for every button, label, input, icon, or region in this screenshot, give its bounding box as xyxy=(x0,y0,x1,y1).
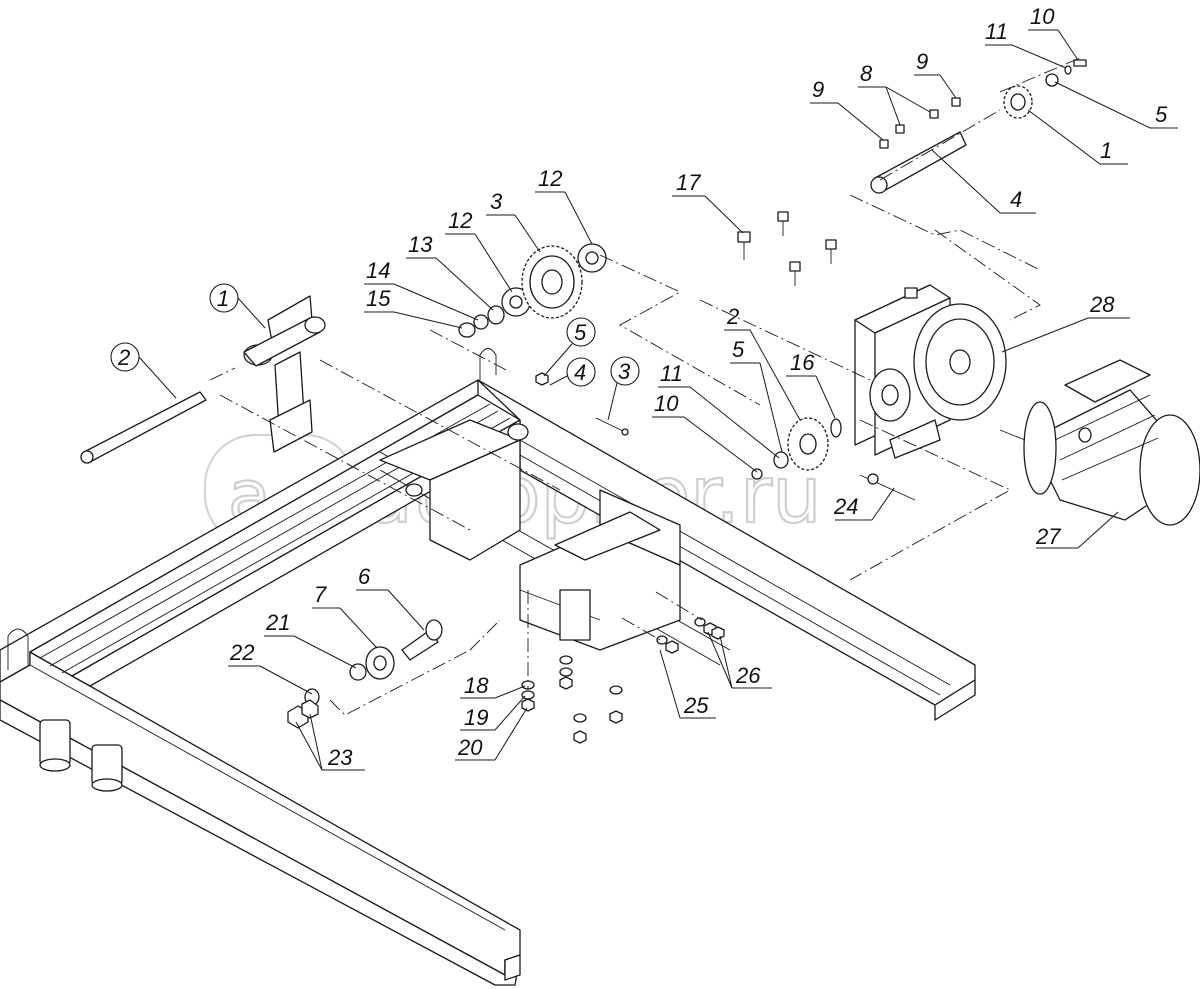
svg-text:14: 14 xyxy=(366,258,390,283)
lower-left-hardware xyxy=(287,619,443,729)
callout-5-circled: 5 xyxy=(543,317,596,377)
callout-27: 27 xyxy=(1035,511,1119,549)
svg-text:18: 18 xyxy=(464,673,489,698)
svg-text:11: 11 xyxy=(985,19,1008,44)
callout-12-top: 12 xyxy=(535,166,593,245)
svg-text:20: 20 xyxy=(457,735,483,760)
callout-4-right: 4 xyxy=(931,149,1036,214)
svg-text:28: 28 xyxy=(1089,292,1115,317)
callout-20: 20 xyxy=(455,707,528,761)
svg-text:16: 16 xyxy=(790,350,815,375)
gearbox xyxy=(854,284,1007,459)
svg-text:5: 5 xyxy=(1155,102,1168,127)
svg-text:2: 2 xyxy=(726,304,739,329)
lower-center-hardware xyxy=(521,617,725,744)
svg-text:6: 6 xyxy=(358,564,371,589)
callout-3-circled: 3 xyxy=(607,356,640,421)
upper-sprocket-stack xyxy=(458,243,607,338)
svg-text:22: 22 xyxy=(229,640,254,665)
callout-18: 18 xyxy=(460,673,526,699)
callout-14: 14 xyxy=(364,258,479,321)
callout-1-right: 1 xyxy=(1027,109,1128,165)
lower-sprocket xyxy=(751,417,842,480)
callout-5-right: 5 xyxy=(1054,81,1178,129)
callout-3-top: 3 xyxy=(486,189,541,253)
callouts: 10 11 5 9 8 9 xyxy=(110,4,1178,771)
callout-2-circled: 2 xyxy=(110,342,177,399)
callout-11-top: 11 xyxy=(985,19,1067,69)
mount-bracket xyxy=(379,419,681,651)
callout-19: 19 xyxy=(460,695,526,731)
svg-text:27: 27 xyxy=(1035,524,1061,549)
svg-text:5: 5 xyxy=(574,320,587,345)
svg-text:7: 7 xyxy=(314,582,327,607)
callout-28: 28 xyxy=(1001,292,1130,353)
small-fasteners xyxy=(535,372,916,501)
svg-text:12: 12 xyxy=(448,208,472,233)
svg-text:9: 9 xyxy=(916,49,928,74)
loose-bolts xyxy=(737,211,837,286)
svg-text:4: 4 xyxy=(1010,187,1022,212)
upper-shaft-assembly xyxy=(870,59,1087,194)
pin-part xyxy=(80,391,207,464)
svg-text:12: 12 xyxy=(538,166,562,191)
svg-text:15: 15 xyxy=(366,286,391,311)
svg-text:17: 17 xyxy=(676,170,701,195)
callout-11-mid: 11 xyxy=(658,361,780,459)
callout-13: 13 xyxy=(406,232,494,311)
callout-16: 16 xyxy=(786,350,836,419)
svg-text:1: 1 xyxy=(1100,138,1112,163)
svg-text:23: 23 xyxy=(327,745,353,770)
svg-text:9: 9 xyxy=(812,77,824,102)
callout-24: 24 xyxy=(833,487,895,521)
callout-2-mid: 2 xyxy=(724,304,801,421)
svg-text:10: 10 xyxy=(1030,4,1055,29)
callout-21: 21 xyxy=(264,610,357,669)
svg-text:19: 19 xyxy=(464,705,488,730)
svg-text:8: 8 xyxy=(860,61,873,86)
callout-25: 25 xyxy=(659,649,716,719)
assembly-lines xyxy=(209,57,1081,716)
svg-text:10: 10 xyxy=(654,391,679,416)
callout-6: 6 xyxy=(356,564,425,631)
svg-text:1: 1 xyxy=(217,286,229,311)
callout-9-right: 9 xyxy=(914,49,957,99)
callout-23: 23 xyxy=(295,713,365,771)
svg-text:4: 4 xyxy=(574,360,586,385)
svg-text:3: 3 xyxy=(618,359,631,384)
callout-9-left: 9 xyxy=(810,77,884,141)
electric-motor xyxy=(999,359,1200,526)
callout-26: 26 xyxy=(707,631,772,689)
svg-text:26: 26 xyxy=(735,663,761,688)
callout-4-circled: 4 xyxy=(549,357,596,387)
callout-22: 22 xyxy=(228,640,313,695)
svg-text:11: 11 xyxy=(660,361,683,386)
callout-15: 15 xyxy=(364,286,463,329)
svg-text:3: 3 xyxy=(490,189,503,214)
callout-5-mid: 5 xyxy=(730,337,783,453)
callout-1-circled: 1 xyxy=(209,283,266,329)
callout-10-top: 10 xyxy=(1028,4,1079,61)
callout-10-mid: 10 xyxy=(652,391,758,473)
svg-text:13: 13 xyxy=(408,232,433,257)
callout-8: 8 xyxy=(858,61,931,126)
svg-text:2: 2 xyxy=(117,345,130,370)
svg-text:25: 25 xyxy=(683,693,709,718)
callout-7: 7 xyxy=(312,582,378,649)
callout-12-mid: 12 xyxy=(445,208,513,293)
svg-text:21: 21 xyxy=(265,610,290,635)
svg-text:24: 24 xyxy=(833,494,858,519)
svg-text:5: 5 xyxy=(732,337,745,362)
lever-part xyxy=(243,295,326,453)
callout-17: 17 xyxy=(672,170,744,234)
